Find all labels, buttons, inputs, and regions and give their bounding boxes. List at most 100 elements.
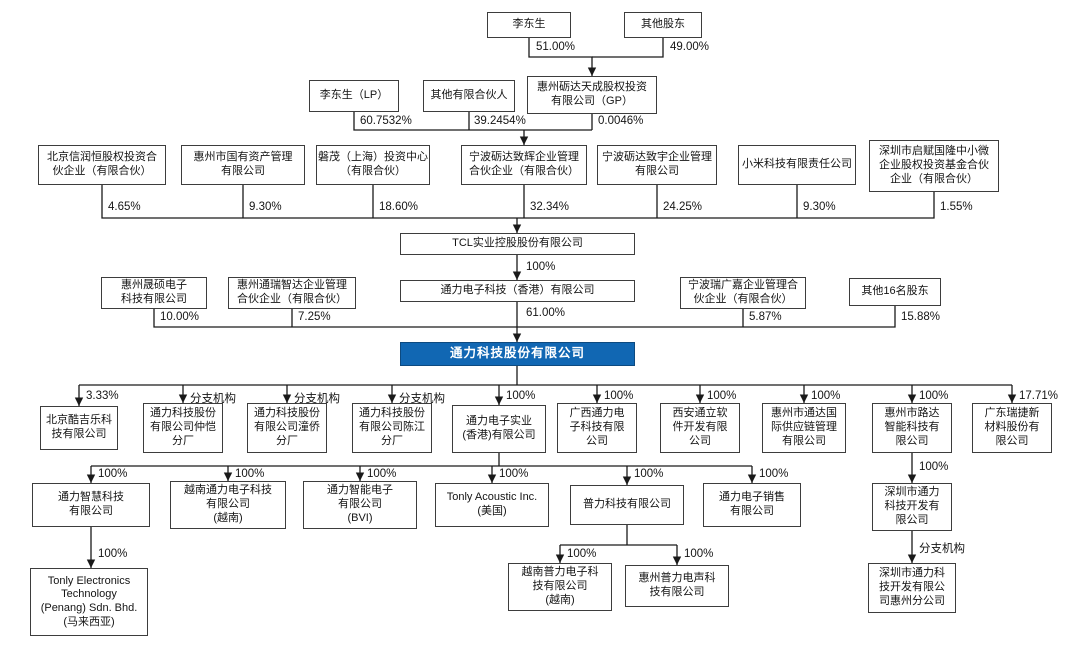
org-node-label: 北京酷吉乐科 [46, 414, 112, 427]
org-node-label: 广东瑞捷新 [984, 407, 1040, 420]
org-node-label: 李东生（LP） [319, 89, 389, 102]
ownership-label-tcl: 18.60% [379, 201, 419, 213]
org-node-label: 宁波瑞广嘉企业管理合 [688, 279, 798, 292]
org-node-ningbo-zhiyu: 宁波砺达致宇企业管理有限公司 [597, 145, 717, 185]
org-node-label: 有限公司 [730, 505, 774, 517]
ownership-label-tonly-tech: 7.25% [298, 311, 331, 323]
org-node-label: 通力科技股份 [359, 407, 425, 420]
org-node-tcl: TCL实业控股股份有限公司 [400, 233, 635, 255]
ownership-label-ningbo-zhihui: 0.0046% [598, 115, 644, 127]
org-node-label: 限公司 [895, 513, 929, 526]
org-node-tonly-sales: 通力电子销售有限公司 [703, 483, 801, 527]
org-node-label: 惠州晟硕电子 [121, 279, 187, 292]
org-node-label: 其他有限合伙人 [430, 89, 508, 102]
org-node-shenzhen-tonly-dev: 深圳市通力科技开发有限公司 [872, 483, 952, 531]
ownership-label-lida-tiancheng-gp: 49.00% [670, 41, 710, 53]
ownership-label-guangdong-ruijie: 17.71% [1019, 390, 1059, 402]
org-node-label: 有限公司仲恺 [150, 421, 216, 434]
ownership-label-shenzhen-tonly-dev: 100% [919, 461, 949, 473]
ownership-label-tonly-hk-tech: 100% [526, 261, 556, 273]
org-node-huizhou-puli: 惠州普力电声科技有限公司 [625, 565, 729, 607]
org-node-label: 有限公司（GP） [551, 95, 633, 107]
ownership-label-vietnam-puli: 100% [567, 548, 597, 560]
org-node-label: (香港)有限公司 [462, 429, 536, 441]
org-node-label: 通力科技股份有限公司 [449, 346, 585, 361]
org-node-label: 企业股权投资基金合伙 [879, 159, 989, 172]
org-node-label: 其他股东 [641, 18, 685, 31]
ownership-label-xian-tongli: 100% [707, 390, 737, 402]
ownership-label-tcl: 24.25% [663, 201, 703, 213]
org-node-label: Tonly Electronics [47, 574, 131, 587]
org-node-label: 普力科技有限公司 [583, 498, 671, 511]
org-node-label: 其他16名股东 [861, 285, 929, 298]
org-node-label: 惠州通瑞智达企业管理 [237, 279, 347, 292]
ownership-label-tonly-smart-elec: 100% [367, 468, 397, 480]
org-node-label: 技开发有限公 [879, 581, 945, 594]
ownership-label-tonly-sales: 100% [759, 468, 789, 480]
org-node-label: 企业（有限合伙） [890, 172, 978, 185]
org-node-label: (越南) [545, 593, 575, 606]
org-node-label: 通力电子科技（香港）有限公司 [440, 284, 595, 297]
org-node-vietnam-tonly: 越南通力电子科技有限公司(越南) [170, 481, 286, 529]
org-node-label: 有限公司 [635, 165, 679, 177]
org-node-label: 智能科技有 [884, 421, 940, 434]
org-node-tonly-smart-tech: 通力智慧科技有限公司 [32, 483, 150, 527]
org-node-chenjiang-branch: 通力科技股份有限公司陈江分厂 [352, 403, 432, 453]
ownership-label-tonly-hk-industrial: 100% [506, 390, 536, 402]
ownership-label-puli-tech: 100% [634, 468, 664, 480]
ownership-label-tcl: 1.55% [940, 201, 973, 213]
org-node-label: 公司 [689, 434, 711, 447]
org-node-label: (BVI) [347, 511, 373, 524]
org-node-label: （有限合伙） [340, 165, 406, 177]
org-node-label: 分厂 [276, 434, 298, 447]
ownership-label-guangxi-tonly: 100% [604, 390, 634, 402]
org-node-label: 合伙企业（有限合伙） [469, 165, 579, 177]
ownership-label-tonly-tech: 10.00% [160, 311, 200, 323]
org-node-vietnam-puli: 越南普力电子科技有限公司(越南) [508, 563, 612, 611]
ownership-label-chenjiang-branch: 分支机构 [399, 393, 445, 405]
org-node-label: 北京信润恒股权投资合 [47, 151, 157, 164]
org-node-label: 越南通力电子科技 [184, 484, 272, 497]
org-node-other-shareholders-top: 其他股东 [624, 12, 702, 38]
org-node-other-16: 其他16名股东 [849, 278, 941, 306]
org-node-label: 限公司 [895, 434, 929, 447]
org-node-label: 通力智能电子 [327, 484, 393, 497]
org-node-label: 有限公司陈江 [359, 421, 425, 434]
org-node-huizhou-luda: 惠州市路达智能科技有限公司 [872, 403, 952, 453]
org-node-label: 伙企业（有限合伙） [693, 293, 793, 305]
org-node-ningbo-zhihui: 宁波砺达致辉企业管理合伙企业（有限合伙） [461, 145, 587, 185]
org-node-huizhou-soe: 惠州市国有资产管理有限公司 [181, 145, 305, 185]
org-node-guangxi-tonly: 广西通力电子科技有限公司 [557, 403, 637, 453]
ownership-label-tonly-tech: 61.00% [526, 307, 566, 319]
org-node-label: 科技有限公司 [121, 293, 187, 305]
org-node-label: 科技开发有 [884, 500, 940, 513]
ownership-label-tonly-acoustic: 100% [499, 468, 529, 480]
org-node-label: 通力科技股份 [254, 407, 320, 420]
org-node-li-dongsheng-lp: 李东生（LP） [309, 80, 399, 112]
org-node-huizhou-tongrui: 惠州通瑞智达企业管理合伙企业（有限合伙） [228, 277, 356, 309]
ownership-label-huizhou-puli: 100% [684, 548, 714, 560]
org-node-label: 技有限公司 [649, 586, 705, 598]
org-node-label: (越南) [213, 511, 243, 524]
org-node-label: 通力科技股份 [150, 407, 216, 420]
org-node-label: 司惠州分公司 [879, 594, 945, 607]
org-node-label: 分厂 [381, 434, 403, 447]
org-node-huizhou-tongda: 惠州市通达国际供应链管理有限公司 [762, 403, 846, 453]
org-node-label: 技有限公司 [532, 580, 588, 593]
org-node-label: 惠州普力电声科 [638, 572, 716, 585]
ownership-label-ningbo-zhihui: 39.2454% [474, 115, 526, 127]
org-node-label: 有限公司潼侨 [254, 421, 320, 434]
org-node-label: 分厂 [172, 434, 194, 447]
ownership-label-tonly-tech: 15.88% [901, 311, 941, 323]
ownership-label-shenzhen-huizhou-branch: 分支机构 [919, 543, 965, 555]
org-node-label: Technology [61, 588, 117, 601]
org-node-label: 有限公司 [782, 434, 826, 447]
ownership-label-tcl: 9.30% [249, 201, 282, 213]
org-node-label: 有限公司 [206, 498, 250, 511]
org-node-other-lp: 其他有限合伙人 [423, 80, 515, 112]
org-node-label: 通力电子实业 [466, 415, 532, 428]
org-node-guangdong-ruijie: 广东瑞捷新材料股份有限公司 [972, 403, 1052, 453]
org-node-label: 通力智慧科技 [58, 491, 124, 504]
org-node-label: Tonly Acoustic Inc. [446, 491, 538, 504]
